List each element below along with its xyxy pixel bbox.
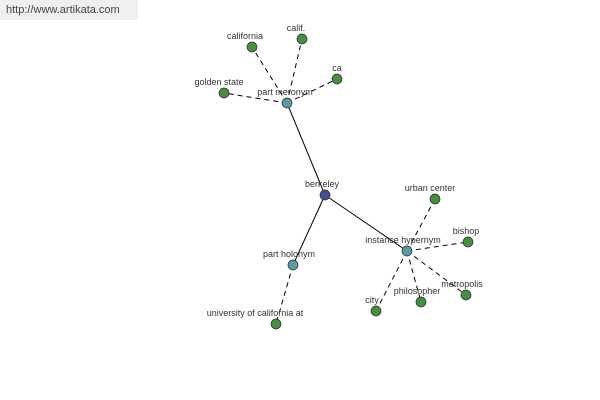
node-metropolis[interactable] [460,289,472,301]
node-golden-state[interactable] [218,87,230,99]
url-banner: http://www.artikata.com [0,0,138,20]
node-label-calif: calif. [287,23,306,33]
node-label-city: city [365,295,379,305]
node-university-of-california-at[interactable] [270,318,282,330]
node-label-part-holonym: part holonym [263,249,315,259]
url-text[interactable]: http://www.artikata.com [6,4,120,16]
node-label-metropolis: metropolis [441,279,483,289]
edge-berkeley-to-part-meronym [286,102,326,196]
edge-part-meronym-to-ca [286,78,338,104]
node-label-bishop: bishop [453,226,480,236]
node-label-california: california [227,31,263,41]
node-label-golden-state: golden state [194,77,243,87]
edge-part-meronym-to-california [251,46,288,104]
node-philosopher[interactable] [415,296,427,308]
node-label-philosopher: philosopher [394,286,441,296]
node-label-instance-hypernym: instance hypernym [365,235,441,245]
graph-labels: berkeley part meronym part holonym instance… [194,23,483,318]
edge-instance-hypernym-to-bishop [406,241,469,252]
node-part-holonym[interactable] [287,259,299,271]
node-label-ca: ca [332,63,342,73]
edge-berkeley-to-instance-hypernym [324,194,408,252]
node-urban-center[interactable] [429,193,441,205]
node-ca[interactable] [331,73,343,85]
edge-berkeley-to-part-holonym [292,194,326,266]
node-instance-hypernym[interactable] [401,245,413,257]
edge-instance-hypernym-to-urban-center [406,198,436,252]
node-bishop[interactable] [462,236,474,248]
edge-part-holonym-to-university-of-california-at [275,264,294,325]
graph-nodes [218,33,474,330]
node-california[interactable] [246,41,258,53]
edge-part-meronym-to-calif [286,38,303,104]
node-calif[interactable] [296,33,308,45]
node-label-university-of-california-at: university of california at [207,308,304,318]
graph-edges [223,38,469,325]
node-city[interactable] [370,305,382,317]
edge-instance-hypernym-to-metropolis [406,250,467,296]
node-label-part-meronym: part meronym [257,87,313,97]
edge-part-meronym-to-golden-state [223,92,288,104]
node-part-meronym[interactable] [281,97,293,109]
edge-instance-hypernym-to-city [375,250,408,312]
node-label-berkeley: berkeley [305,179,340,189]
node-label-urban-center: urban center [405,183,456,193]
node-berkeley[interactable] [319,189,331,201]
